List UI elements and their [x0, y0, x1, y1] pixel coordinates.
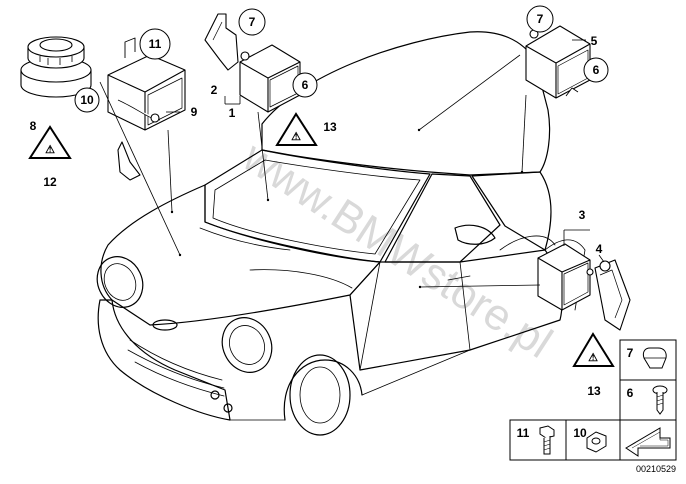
- leader-dots: [170, 128, 524, 289]
- siren-part-8: [20, 36, 92, 98]
- control-unit-part-9: [107, 37, 186, 181]
- watermark-text: www.BMWstore.pl: [234, 132, 561, 368]
- callout-11: 11: [149, 37, 162, 51]
- screw-part-6: [652, 385, 668, 415]
- callout-5: 5: [591, 34, 598, 48]
- callout-1: 1: [229, 106, 236, 120]
- table-label-6: 6: [627, 386, 634, 400]
- table-label-11: 11: [517, 426, 530, 440]
- svg-text:⚠: ⚠: [588, 352, 598, 364]
- callout-8: 8: [30, 119, 37, 133]
- callout-10: 10: [80, 93, 94, 107]
- control-module-part-5: [525, 21, 591, 99]
- nut-part-10: [586, 431, 607, 453]
- warning-triangle-13-upper: ⚠: [275, 112, 318, 146]
- callout-7-upper: 7: [249, 15, 256, 29]
- callout-9: 9: [191, 105, 198, 119]
- car-illustration: [96, 31, 586, 436]
- clip-part-7: [642, 347, 667, 369]
- svg-text:⚠: ⚠: [291, 131, 301, 143]
- callout-6-upper: 6: [302, 78, 309, 92]
- warning-triangle-13-lower: ⚠: [572, 332, 615, 367]
- callout-3: 3: [579, 208, 586, 222]
- callout-13-upper: 13: [323, 120, 337, 134]
- callout-12: 12: [43, 175, 57, 189]
- callout-circles: [74, 5, 609, 113]
- leader-lines: [99, 39, 605, 288]
- warning-triangle-12: ⚠: [28, 125, 72, 159]
- callout-7-right: 7: [537, 12, 544, 26]
- svg-text:⚠: ⚠: [45, 144, 55, 156]
- parts-table: [509, 339, 677, 461]
- callout-6-right: 6: [593, 63, 600, 77]
- control-module-part-3: [537, 243, 631, 331]
- callout-13-lower: 13: [587, 384, 601, 398]
- diagram-code: 00210529: [636, 464, 676, 474]
- table-label-7: 7: [627, 346, 634, 360]
- control-module-part-1: [204, 13, 301, 113]
- callout-2: 2: [211, 83, 218, 97]
- bolt-part-11: [539, 425, 555, 455]
- arrow-icon: [625, 427, 671, 457]
- table-label-10: 10: [573, 426, 587, 440]
- callout-4: 4: [596, 242, 603, 256]
